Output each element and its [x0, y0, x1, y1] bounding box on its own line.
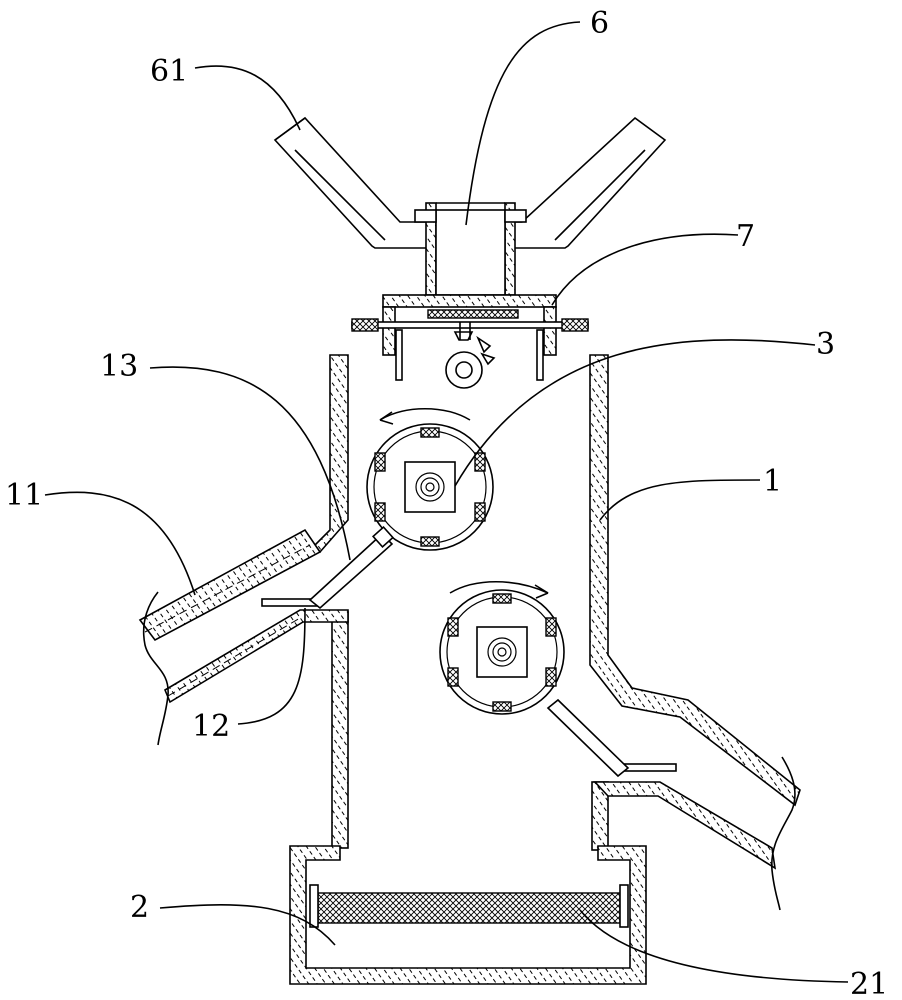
drive-gear-hub: [455, 361, 473, 379]
label-13: 13: [100, 349, 138, 384]
label-11: 11: [5, 478, 43, 513]
upper-tooth: [374, 502, 386, 522]
filter-screen: [317, 892, 621, 924]
label-3: 3: [816, 327, 835, 362]
upper-tooth: [420, 536, 440, 547]
gear-teeth: [453, 331, 496, 366]
gate-housing-top: [382, 294, 557, 308]
upper-tooth: [420, 427, 440, 438]
leader-61: [194, 65, 301, 131]
label-6: 6: [590, 6, 609, 41]
part-labels: 61 6 7 3 13 11 1 12 2 21: [5, 6, 888, 1000]
housing: [138, 354, 801, 911]
upper-tooth: [474, 452, 486, 472]
lower-tooth: [545, 667, 557, 687]
left-valve-plate: [261, 598, 318, 607]
upper-arrow-head: [379, 411, 394, 425]
upper-tooth: [474, 502, 486, 522]
upper-roller-hub: [415, 472, 445, 502]
right-funnel-inner: [554, 149, 646, 241]
leader-2: [159, 904, 336, 946]
bracket-leg-left: [395, 329, 403, 381]
screen-bracket-right: [619, 884, 629, 928]
left-funnel-inner: [294, 149, 386, 241]
leader-13: [149, 366, 351, 561]
left-chute-upper: [138, 528, 322, 642]
left-funnel-top: [274, 117, 306, 141]
rod-end-left: [351, 318, 379, 332]
left-chute-lower: [163, 609, 349, 704]
collector-box: [289, 845, 647, 985]
leader-11: [44, 491, 196, 596]
gate-mechanism: [351, 294, 589, 389]
gate-housing-left: [382, 306, 396, 356]
lower-scraper-arm: [546, 698, 630, 778]
leader-6: [465, 21, 581, 226]
feed-tube-bore: [435, 209, 506, 296]
bracket-leg-right: [536, 329, 544, 381]
feed-tube-cap-right: [504, 209, 527, 223]
gear-link: [459, 322, 471, 340]
upper-roller-hub-inner: [420, 477, 440, 497]
right-wall: [589, 354, 801, 807]
upper-tooth: [374, 452, 386, 472]
lower-roller-hub-inner: [492, 642, 512, 662]
rod-end-right: [561, 318, 589, 332]
upper-scraper-joint: [371, 525, 395, 549]
upper-roller-axle: [425, 482, 435, 492]
leader-1: [599, 479, 761, 521]
lower-roller-axle: [497, 647, 507, 657]
right-break-line: [771, 756, 796, 911]
leader-3: [454, 339, 816, 487]
upper-rotation-arrow: [379, 407, 471, 421]
lower-roller-square: [476, 626, 528, 678]
lower-tooth: [492, 593, 512, 604]
label-12: 12: [192, 709, 230, 744]
leader-lines: [44, 21, 849, 983]
upper-roller-square: [404, 461, 456, 513]
feed-hopper: [273, 116, 667, 296]
label-61: 61: [150, 54, 188, 89]
lower-tooth: [492, 701, 512, 712]
left-wall-lower: [331, 611, 349, 849]
lower-rotation-arrow: [449, 581, 549, 594]
lower-arrow-head: [534, 584, 549, 599]
right-funnel-arm: [499, 116, 667, 249]
label-1: 1: [763, 464, 782, 499]
lower-tooth: [447, 617, 459, 637]
leader-21: [579, 909, 849, 983]
left-wall-upper: [312, 354, 349, 554]
gate-housing-right: [543, 306, 557, 356]
feed-tube-cap-left: [414, 209, 437, 223]
collector-walls: [289, 845, 647, 985]
lower-roller-hub: [487, 637, 517, 667]
right-chute-lower: [593, 781, 777, 870]
lower-tooth: [447, 667, 459, 687]
label-2: 2: [130, 890, 149, 925]
leader-12: [237, 607, 306, 725]
gate-slide-plate: [427, 309, 519, 319]
lower-tooth: [545, 617, 557, 637]
label-21: 21: [850, 967, 888, 1000]
label-7: 7: [736, 219, 755, 254]
upper-roller: [308, 407, 494, 610]
left-funnel-arm: [273, 116, 438, 249]
left-chute-centerline: [144, 544, 311, 633]
upper-scraper-arm: [308, 532, 394, 610]
screen-bracket-left: [309, 884, 319, 928]
leader-7: [551, 233, 739, 306]
lower-roller: [439, 581, 630, 778]
left-break-line: [142, 591, 169, 746]
